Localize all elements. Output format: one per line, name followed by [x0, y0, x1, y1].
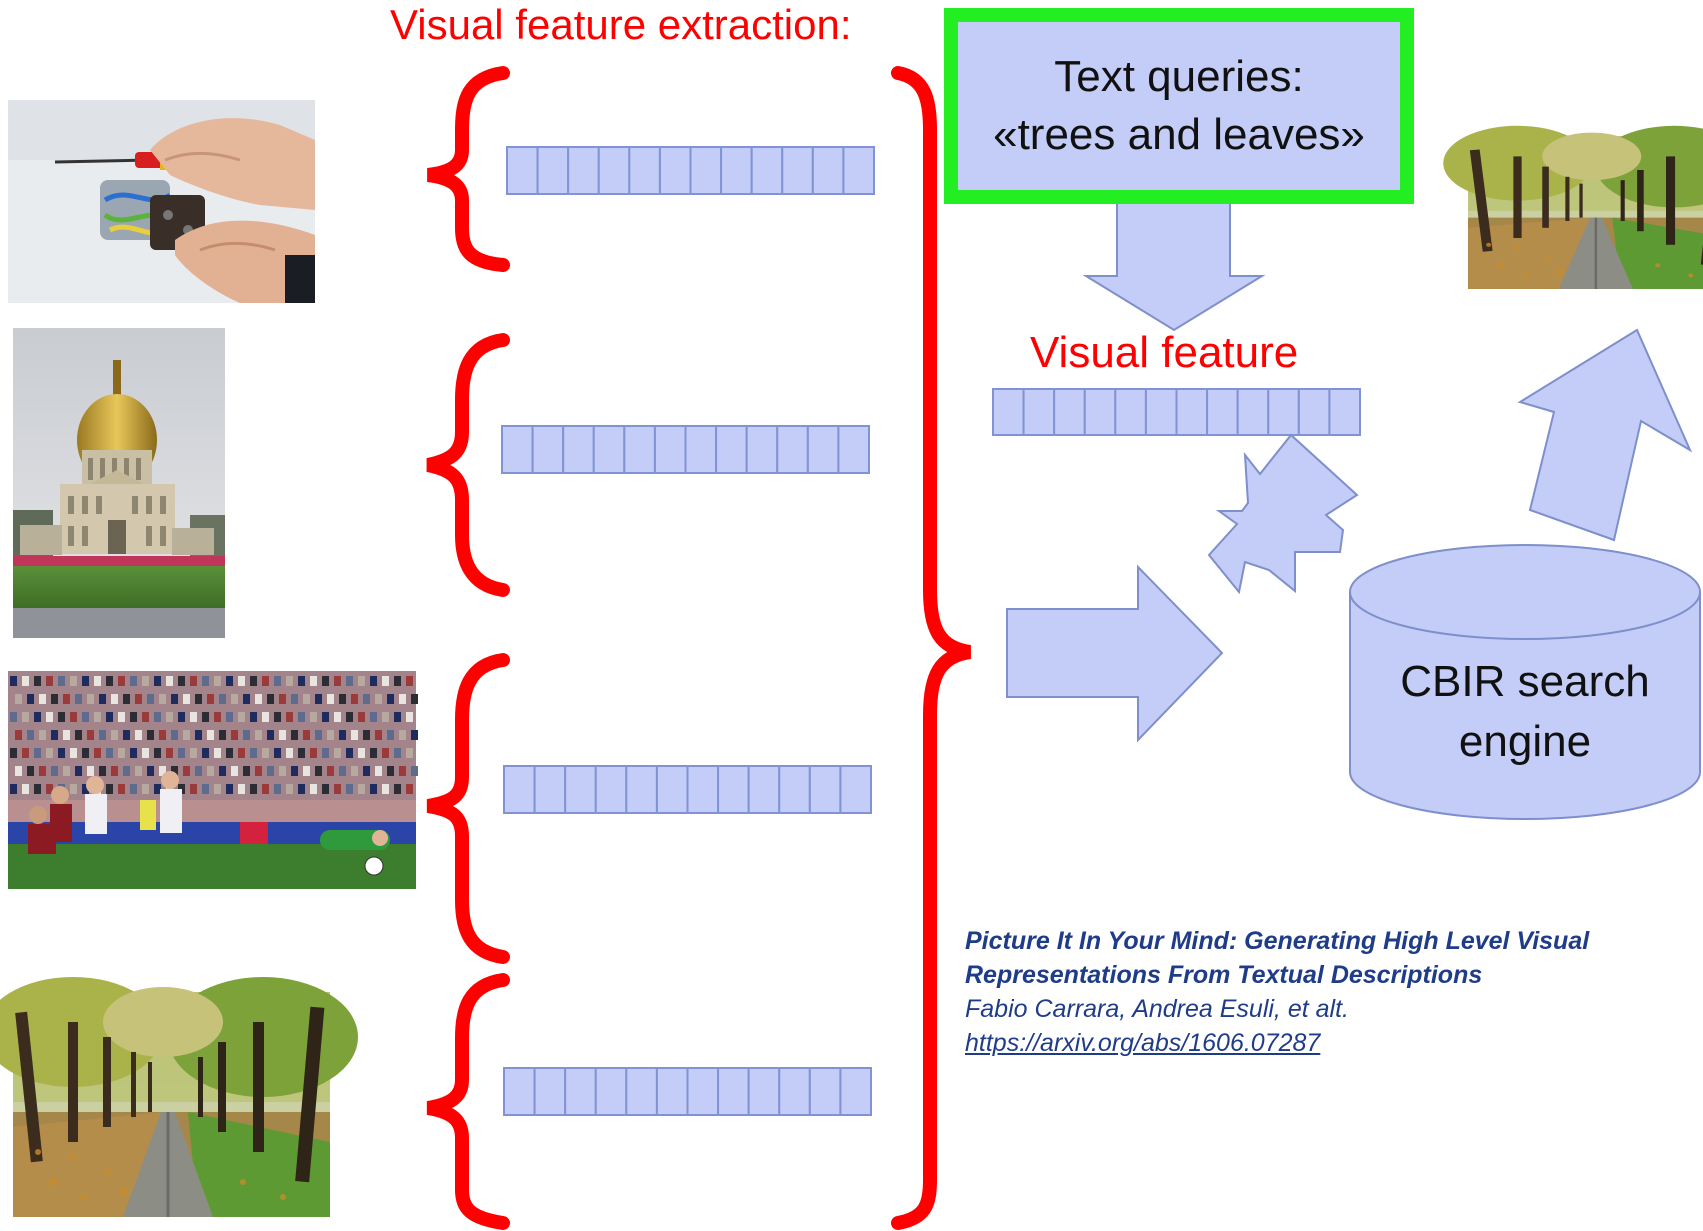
- vector-cell: [808, 765, 842, 814]
- citation: Picture It In Your Mind: Generating High…: [965, 924, 1695, 1060]
- citation-link[interactable]: https://arxiv.org/abs/1606.07287: [965, 1029, 1321, 1057]
- citation-title-line-2: Representations From Textual Description…: [965, 961, 1483, 989]
- vector-cell: [658, 146, 692, 195]
- vector-cell: [715, 425, 748, 474]
- vector-cell: [747, 765, 781, 814]
- result-tree-lane-photo: [1442, 124, 1703, 291]
- vector-cell: [750, 146, 784, 195]
- cbir-database-cylinder: [1349, 544, 1701, 820]
- cbir-line-2: engine: [1458, 717, 1592, 766]
- vector-cell: [839, 1067, 873, 1116]
- visual-feature-label: Visual feature: [1030, 328, 1299, 377]
- citation-authors: Fabio Carrara, Andrea Esuli, et alt.: [965, 995, 1349, 1023]
- vector-cell: [655, 765, 689, 814]
- vector-cell: [506, 146, 539, 195]
- vector-cell: [655, 1067, 689, 1116]
- vector-cell: [1022, 388, 1056, 436]
- vector-cell: [686, 765, 720, 814]
- left-brace-3: [426, 653, 510, 964]
- up-arrow-out-of-engine: [1517, 328, 1693, 542]
- vector-cell: [808, 1067, 842, 1116]
- vector-cell: [533, 1067, 567, 1116]
- down-arrow: [1082, 199, 1266, 332]
- vector-cell: [1144, 388, 1178, 436]
- vector-cell: [501, 425, 534, 474]
- vector-cell: [842, 146, 876, 195]
- vector-cell: [839, 765, 873, 814]
- vector-cell: [778, 1067, 811, 1116]
- extraction-title: Visual feature extraction:: [390, 1, 852, 48]
- vector-cell: [597, 146, 631, 195]
- vector-cell: [503, 765, 536, 814]
- cbir-engine-label: CBIR search engine: [1350, 652, 1700, 772]
- vector-cell: [592, 425, 626, 474]
- vector-cell: [653, 425, 687, 474]
- vector-cell: [1267, 388, 1300, 436]
- electrician-photo: [8, 100, 315, 303]
- vector-cell: [1114, 388, 1147, 436]
- vector-cell: [747, 1067, 781, 1116]
- vector-cell: [717, 765, 750, 814]
- vector-cell: [536, 146, 570, 195]
- cbir-line-1: CBIR search: [1400, 657, 1650, 706]
- vector-cell: [531, 425, 565, 474]
- dome-building-photo: [13, 328, 225, 638]
- citation-title-line-1: Picture It In Your Mind: Generating High…: [965, 927, 1590, 955]
- left-brace-4: [426, 973, 510, 1230]
- vector-cell: [1206, 388, 1239, 436]
- vector-cell: [992, 388, 1025, 436]
- vector-cell: [623, 425, 656, 474]
- text-query-box: Text queries: «trees and leaves»: [944, 8, 1414, 204]
- vector-cell: [628, 146, 661, 195]
- left-brace-1: [426, 66, 510, 272]
- query-text: «trees and leaves»: [993, 110, 1365, 159]
- vector-cell: [837, 425, 871, 474]
- vector-cell: [564, 1067, 597, 1116]
- vector-cell: [781, 146, 814, 195]
- vector-cell: [567, 146, 600, 195]
- brace-group: [426, 66, 972, 1230]
- vector-cell: [806, 425, 840, 474]
- vector-cell: [1053, 388, 1086, 436]
- vector-cell: [564, 765, 597, 814]
- soccer-match-photo: [8, 671, 418, 889]
- vector-cell: [533, 765, 567, 814]
- vector-cell: [778, 765, 811, 814]
- vector-cell: [684, 425, 718, 474]
- vector-cell: [562, 425, 595, 474]
- feature-vector-1: [506, 146, 876, 195]
- vector-cell: [594, 765, 628, 814]
- left-brace-2: [426, 333, 510, 597]
- vector-cell: [720, 146, 753, 195]
- vector-cell: [594, 1067, 628, 1116]
- big-right-brace: [891, 66, 972, 1230]
- vector-cell: [625, 1067, 658, 1116]
- vector-cell: [1297, 388, 1331, 436]
- vector-cell: [717, 1067, 750, 1116]
- right-arrow-into-engine: [1006, 564, 1224, 743]
- tree-lane-photo: [0, 975, 360, 1219]
- vector-cell: [1328, 388, 1361, 436]
- query-heading: Text queries:: [1054, 52, 1304, 101]
- vector-cell: [625, 765, 658, 814]
- vector-cell: [776, 425, 809, 474]
- vector-cell: [811, 146, 845, 195]
- feature-vector-2: [501, 425, 871, 474]
- vector-cell: [686, 1067, 720, 1116]
- vector-cell: [745, 425, 779, 474]
- feature-vectors: [501, 146, 1361, 1116]
- vector-cell: [689, 146, 723, 195]
- diagonal-arrow-into-engine: [1207, 433, 1359, 595]
- feature-vector-4: [503, 1067, 873, 1116]
- vector-cell: [503, 1067, 536, 1116]
- feature-vector-3: [503, 765, 873, 814]
- vector-cell: [1175, 388, 1209, 436]
- query-feature-vector: [992, 388, 1361, 436]
- vector-cell: [1083, 388, 1117, 436]
- vector-cell: [1236, 388, 1270, 436]
